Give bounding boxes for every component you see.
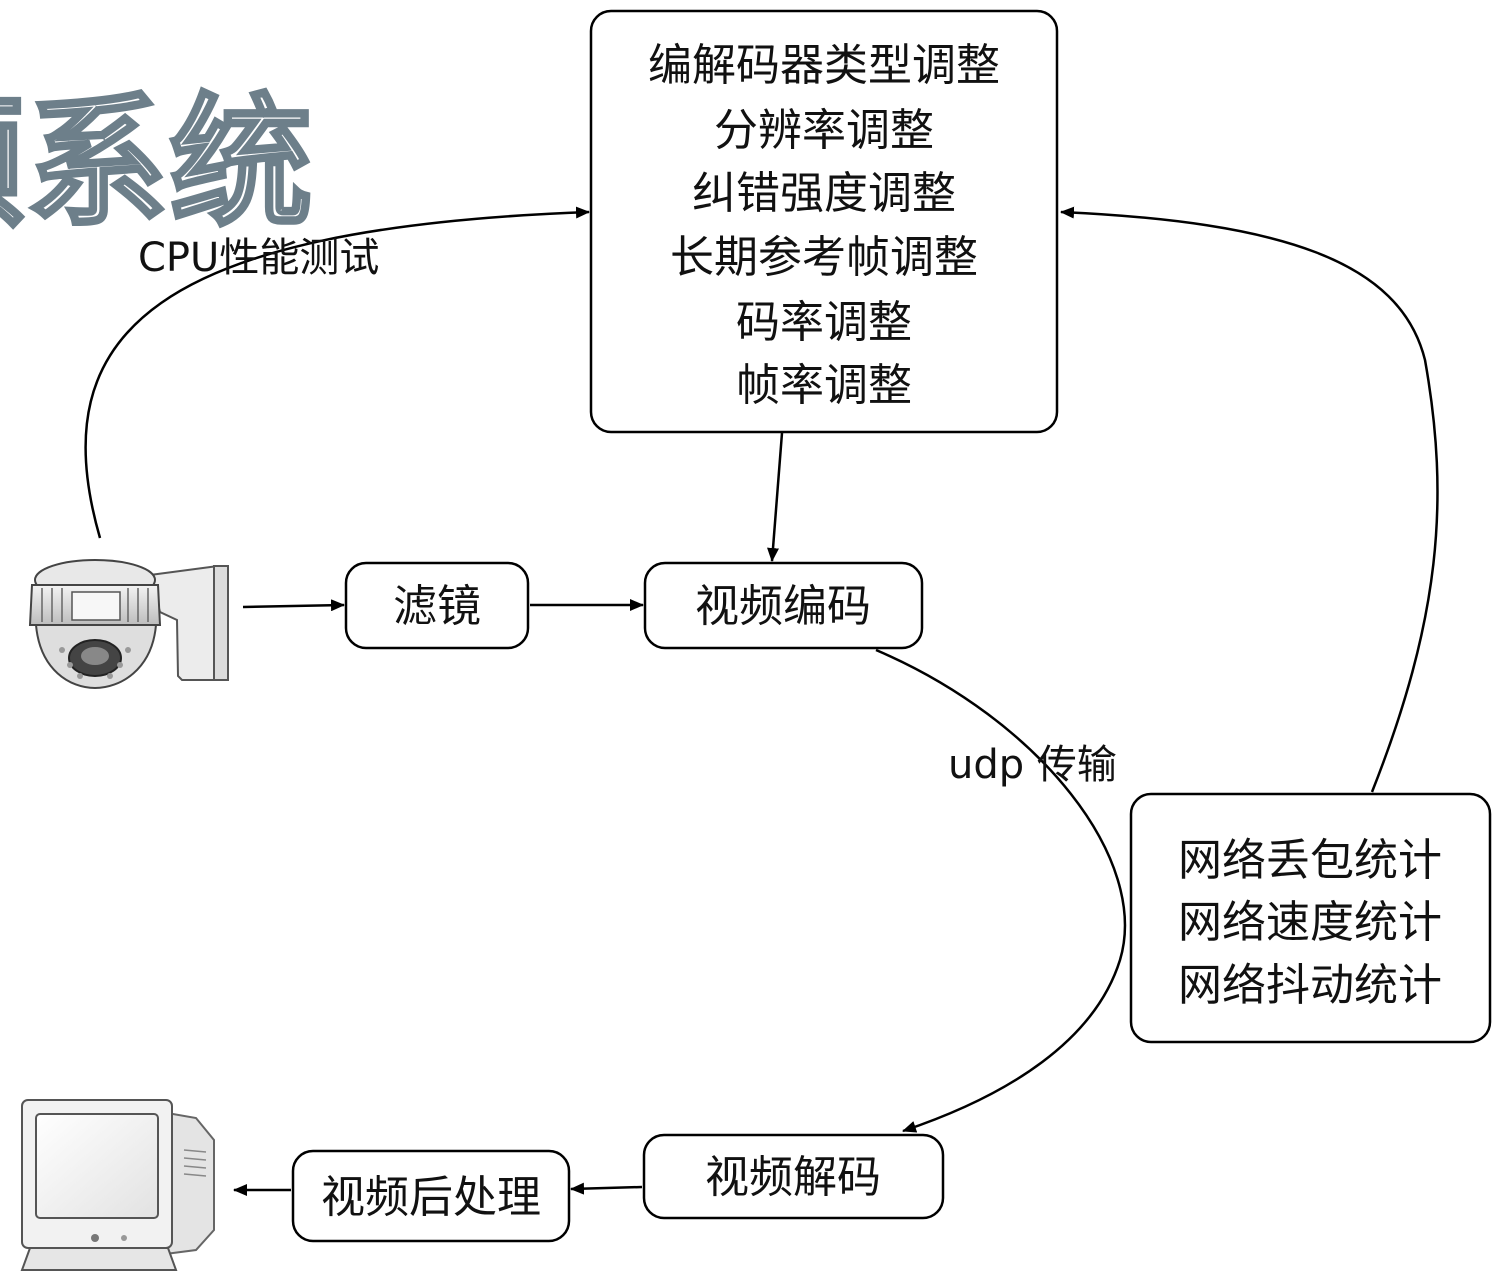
network-stats-box: 网络丢包统计 网络速度统计 网络抖动统计 (1129, 792, 1492, 1044)
cpu-test-label: CPU性能测试 (138, 235, 379, 281)
adjustment-line-ltr: 长期参考帧调整 (670, 232, 978, 283)
adjustment-line-codec: 编解码器类型调整 (648, 40, 1000, 91)
video-encode-node: 视频编码 (643, 561, 924, 650)
diagram-title: 频系统 (0, 81, 314, 246)
adjustment-box: 编解码器类型调整 分辨率调整 纠错强度调整 长期参考帧调整 码率调整 帧率调整 (589, 9, 1059, 434)
edge-stats-feedback (1060, 206, 1439, 793)
monitor-icon (20, 1099, 215, 1271)
filter-node: 滤镜 (344, 561, 530, 650)
post-process-label: 视频后处理 (321, 1172, 541, 1223)
stats-line-loss: 网络丢包统计 (1178, 835, 1442, 886)
video-decode-label: 视频解码 (705, 1152, 881, 1203)
edge-decode-to-post (570, 1182, 643, 1195)
stats-line-speed: 网络速度统计 (1178, 897, 1442, 948)
edge-cpu-test (84, 206, 590, 539)
post-process-node: 视频后处理 (291, 1149, 571, 1243)
video-encode-label: 视频编码 (695, 581, 871, 632)
filter-label: 滤镜 (393, 581, 481, 632)
adjustment-line-resolution: 分辨率调整 (714, 105, 934, 156)
udp-transfer-label: udp 传输 (948, 742, 1117, 788)
video-decode-node: 视频解码 (642, 1133, 945, 1220)
adjustment-line-fec: 纠错强度调整 (692, 168, 956, 219)
camera-icon (28, 559, 230, 690)
edge-udp-transfer (875, 648, 1127, 1133)
edge-camera-to-filter (242, 599, 345, 612)
adjustment-line-bitrate: 码率调整 (736, 297, 912, 348)
stats-line-jitter: 网络抖动统计 (1178, 960, 1442, 1011)
edge-adjustment-to-encode (767, 432, 784, 562)
adjustment-line-framerate: 帧率调整 (736, 360, 912, 411)
